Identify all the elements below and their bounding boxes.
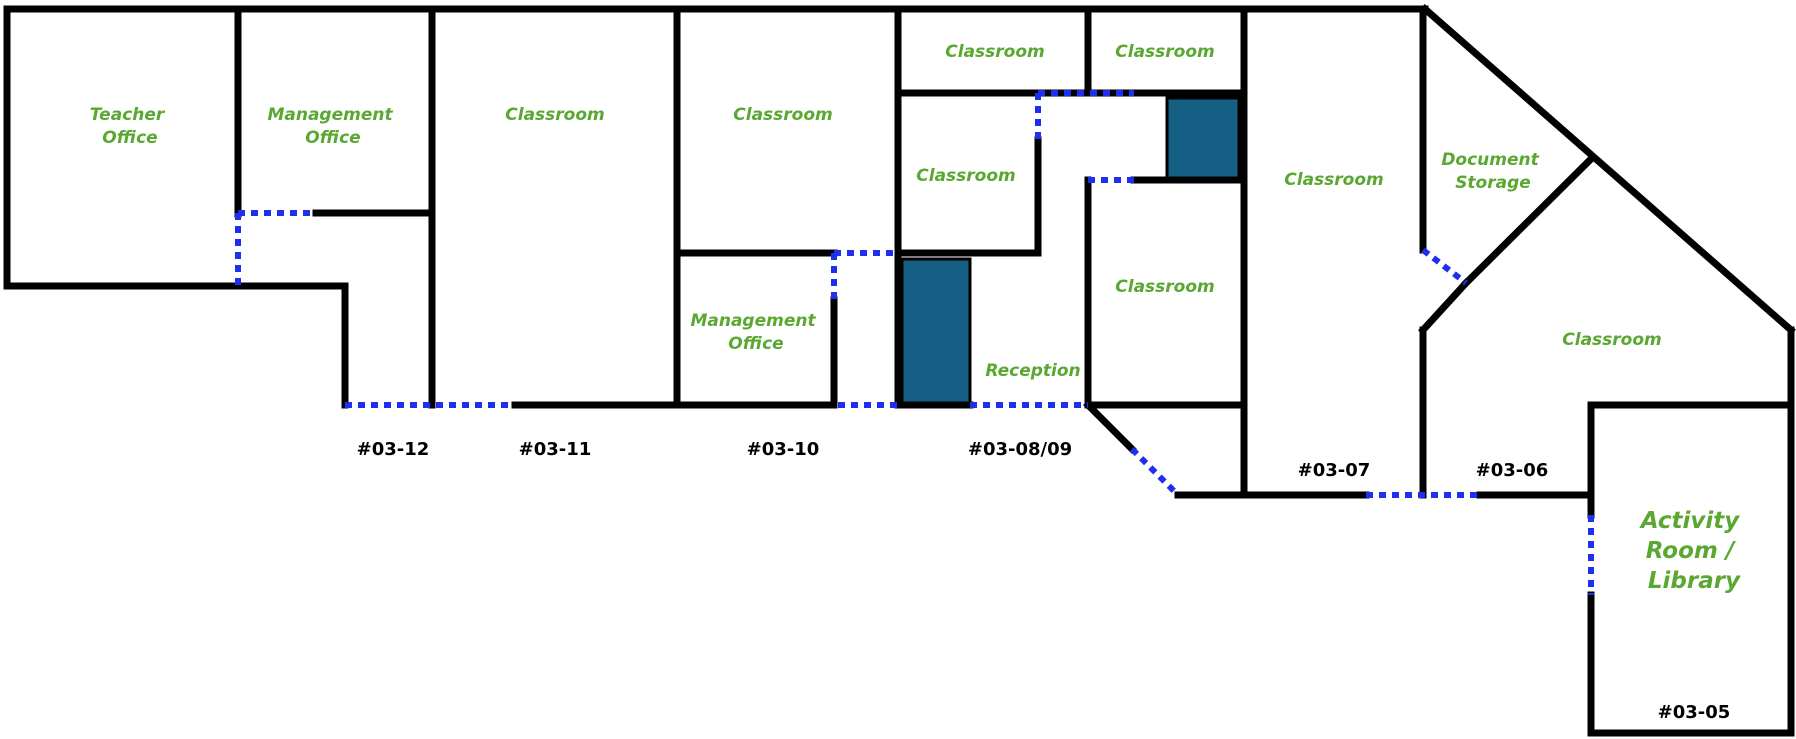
room-label-teacher-office: Teacher Office xyxy=(90,105,170,148)
room-label-line: Management xyxy=(690,311,816,331)
unit-label: #03-05 xyxy=(1658,702,1731,723)
room-label-management-office: Management Office xyxy=(690,311,821,354)
room-label-line: Room / xyxy=(1646,538,1736,564)
room-label-line: Activity xyxy=(1639,508,1740,534)
doors xyxy=(235,90,1594,595)
wall xyxy=(1420,4,1796,335)
room-label-classroom: Classroom xyxy=(1115,42,1214,62)
room-label-activity-room: Activity Room / Library xyxy=(1639,508,1747,594)
room-label-management-office: Management Office xyxy=(267,105,398,148)
unit-label: #03-10 xyxy=(747,439,820,460)
room-label-classroom: Classroom xyxy=(733,105,832,125)
room-labels: Teacher Office Management Office Classro… xyxy=(90,42,1747,594)
room-label-document-storage: Document Storage xyxy=(1441,150,1544,193)
unit-label: #03-07 xyxy=(1298,460,1371,481)
room-label-line: Office xyxy=(102,128,157,148)
room-label-reception: Reception xyxy=(985,361,1080,381)
door xyxy=(1421,247,1468,286)
room-label-classroom: Classroom xyxy=(916,166,1015,186)
room-label-line: Storage xyxy=(1455,173,1531,193)
room-label-line: Office xyxy=(728,334,783,354)
wall xyxy=(1418,278,1471,335)
room-label-line: Office xyxy=(305,128,360,148)
room-label-classroom: Classroom xyxy=(1562,330,1661,350)
unit-labels: #03-12 #03-11 #03-10 #03-08/09 #03-07 #0… xyxy=(357,439,1731,723)
unit-label: #03-06 xyxy=(1476,460,1549,481)
room-label-line: Teacher xyxy=(90,105,166,125)
unit-label: #03-11 xyxy=(519,439,592,460)
door xyxy=(1129,446,1181,498)
room-label-classroom: Classroom xyxy=(1284,170,1383,190)
room-label-line: Document xyxy=(1441,150,1539,170)
room-label-classroom: Classroom xyxy=(1115,277,1214,297)
service-block-upper xyxy=(1165,96,1241,182)
unit-label: #03-12 xyxy=(357,439,430,460)
service-block-lower xyxy=(900,257,972,405)
room-label-classroom: Classroom xyxy=(505,105,604,125)
wall xyxy=(1083,400,1137,454)
unit-label: #03-08/09 xyxy=(968,439,1072,460)
room-label-classroom: Classroom xyxy=(945,42,1044,62)
room-label-line: Library xyxy=(1648,568,1741,594)
room-label-line: Management xyxy=(267,105,393,125)
wall xyxy=(1461,155,1595,288)
